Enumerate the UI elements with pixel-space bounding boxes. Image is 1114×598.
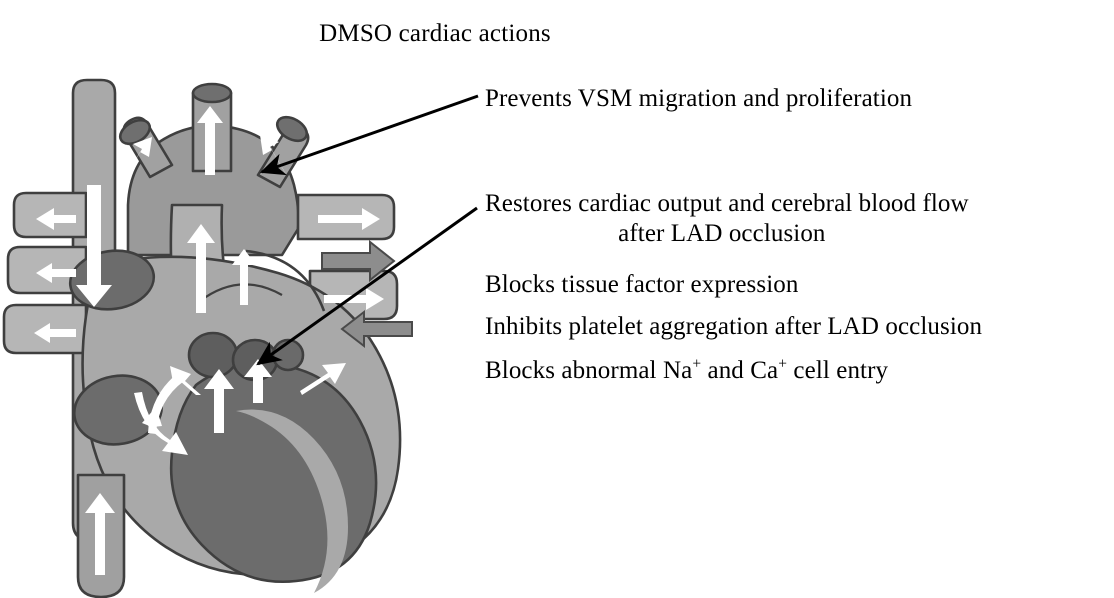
callout-blocks-tissue-factor: Blocks tissue factor expression	[485, 270, 798, 300]
callout-restores-cardiac-output: Restores cardiac output and cerebral blo…	[485, 189, 969, 248]
callout-blocks-ion-entry-suffix: cell entry	[787, 357, 889, 384]
callout-blocks-ion-entry-prefix: Blocks abnormal Na	[485, 357, 693, 384]
callout-prevents-vsm: Prevents VSM migration and proliferation	[485, 84, 912, 114]
figure-title: DMSO cardiac actions	[319, 20, 551, 47]
sodium-charge-superscript: +	[692, 355, 702, 373]
callout-blocks-ion-entry-middle: and Ca	[701, 357, 779, 384]
calcium-charge-superscript: +	[778, 355, 788, 373]
callout-blocks-tissue-factor-line1: Blocks tissue factor expression	[485, 271, 799, 298]
callout-blocks-ion-entry: Blocks abnormal Na+ and Ca+ cell entry	[485, 356, 888, 386]
callout-inhibits-platelet-aggregation: Inhibits platelet aggregation after LAD …	[485, 312, 982, 342]
callout-restores-cardiac-output-line1: Restores cardiac output and cerebral blo…	[485, 190, 969, 217]
callout-restores-cardiac-output-line2: after LAD occlusion	[618, 219, 826, 247]
callout-inhibits-platelet-aggregation-line1: Inhibits platelet aggregation after LAD …	[485, 313, 983, 340]
heart-illustration	[0, 55, 480, 598]
callout-prevents-vsm-line1: Prevents VSM migration and proliferation	[485, 85, 913, 112]
